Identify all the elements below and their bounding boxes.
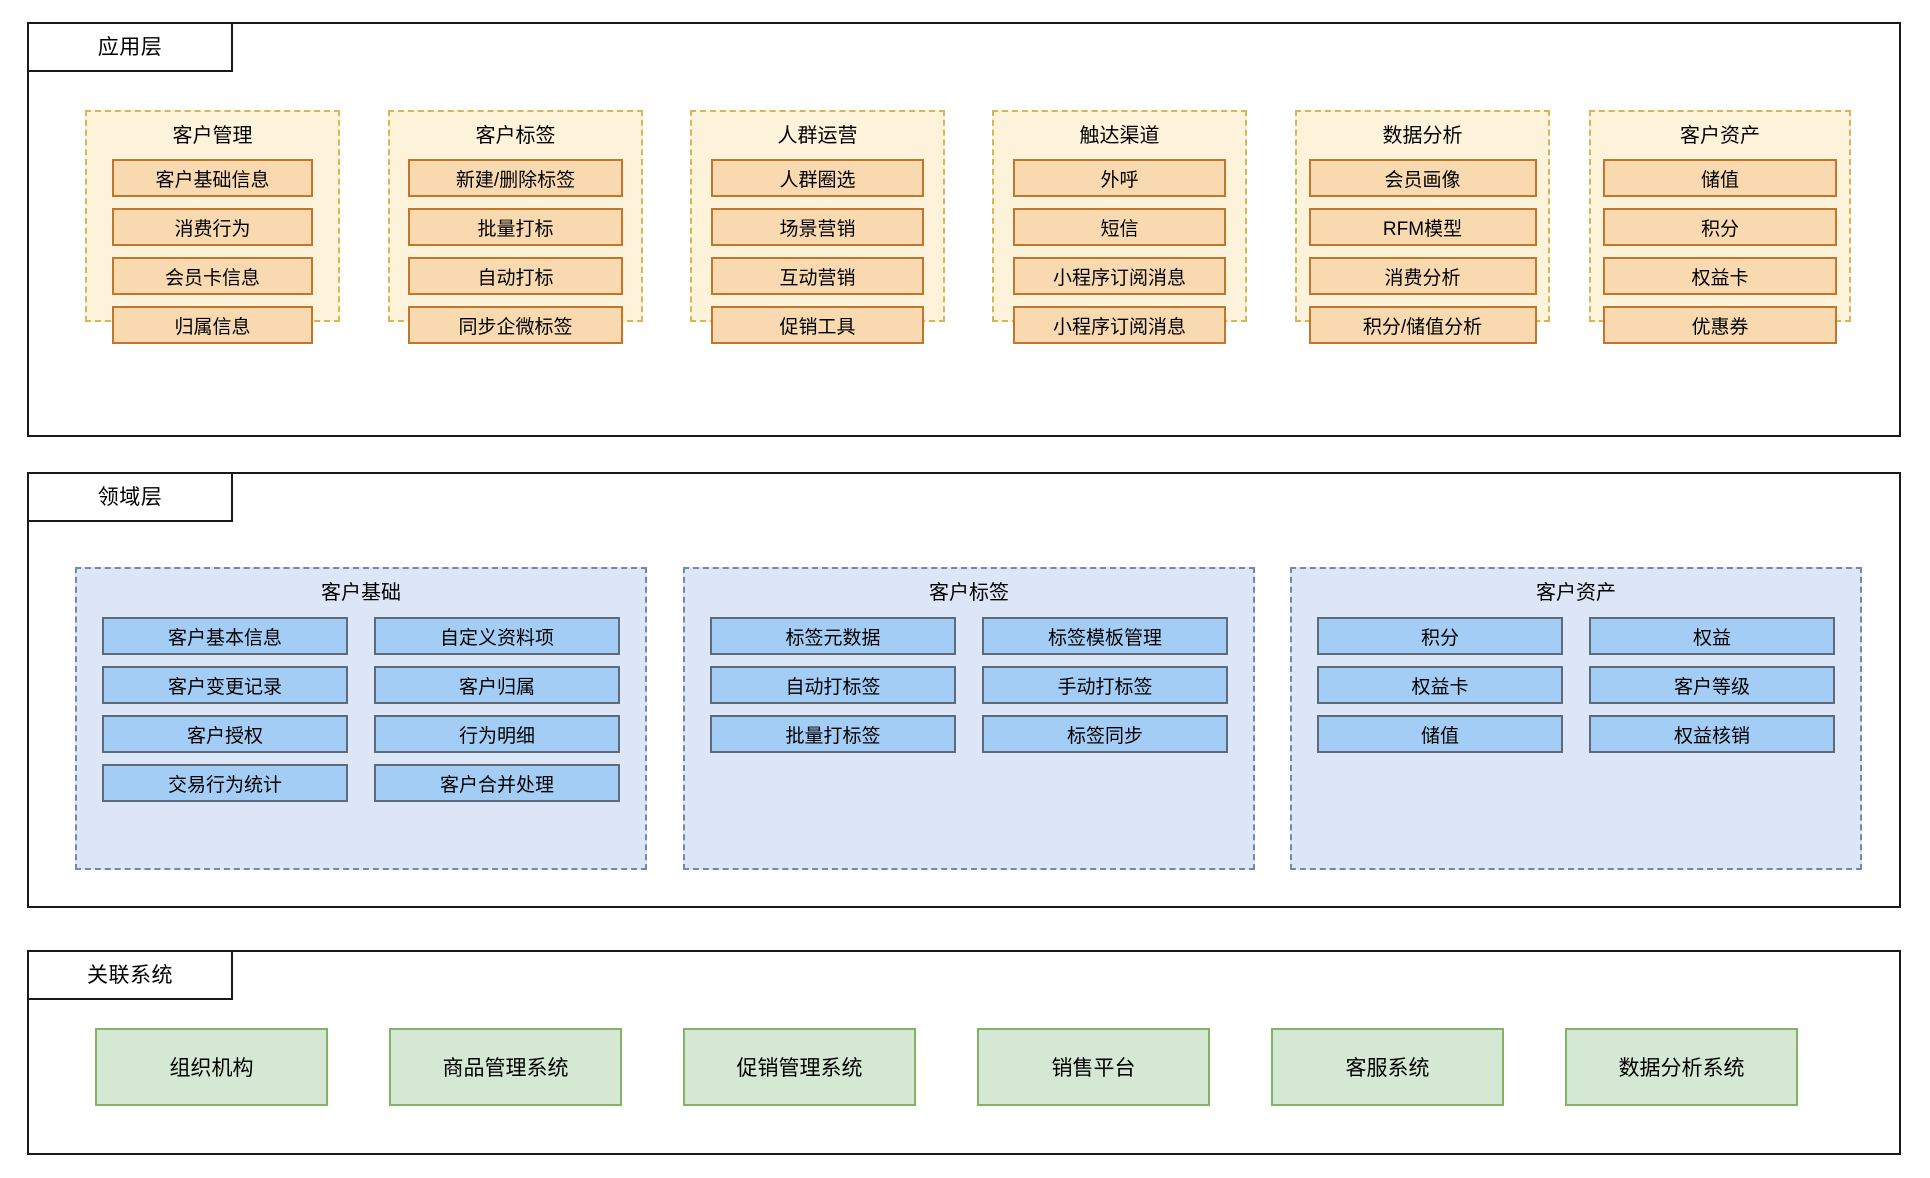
app-group-items: 人群圈选 场景营销 互动营销 促销工具 bbox=[692, 159, 943, 344]
app-group-items: 会员画像 RFM模型 消费分析 积分/储值分析 bbox=[1297, 159, 1548, 344]
domain-item[interactable]: 自动打标签 bbox=[710, 666, 956, 704]
app-group-data-analysis: 数据分析 会员画像 RFM模型 消费分析 积分/储值分析 bbox=[1295, 110, 1550, 344]
domain-group-title: 客户基础 bbox=[321, 582, 401, 604]
app-item[interactable]: 消费分析 bbox=[1308, 257, 1537, 295]
app-item[interactable]: 小程序订阅消息 bbox=[1013, 306, 1226, 344]
app-item[interactable]: 人群圈选 bbox=[711, 159, 924, 197]
domain-item[interactable]: 客户授权 bbox=[102, 715, 348, 753]
app-item[interactable]: 会员画像 bbox=[1308, 159, 1537, 197]
app-group-customer-assets: 客户资产 储值 积分 权益卡 优惠券 bbox=[1589, 110, 1851, 344]
domain-item[interactable]: 自定义资料项 bbox=[374, 617, 620, 655]
app-item[interactable]: 场景营销 bbox=[711, 208, 924, 246]
domain-group-items: 标签元数据 标签模板管理 自动打标签 手动打标签 批量打标签 标签同步 bbox=[710, 617, 1228, 753]
domain-layer-tab: 领域层 bbox=[27, 472, 233, 522]
domain-group-title: 客户标签 bbox=[929, 582, 1009, 604]
domain-item[interactable]: 批量打标签 bbox=[710, 715, 956, 753]
system-box[interactable]: 销售平台 bbox=[977, 1028, 1210, 1106]
domain-item[interactable]: 客户归属 bbox=[374, 666, 620, 704]
domain-item[interactable]: 手动打标签 bbox=[982, 666, 1228, 704]
app-item[interactable]: 互动营销 bbox=[711, 257, 924, 295]
app-item[interactable]: 积分/储值分析 bbox=[1308, 306, 1537, 344]
app-group-title: 触达渠道 bbox=[1079, 125, 1160, 147]
domain-item[interactable]: 行为明细 bbox=[374, 715, 620, 753]
app-item[interactable]: RFM模型 bbox=[1308, 208, 1537, 246]
related-systems-layer-tab: 关联系统 bbox=[27, 950, 233, 1000]
app-item[interactable]: 优惠券 bbox=[1603, 306, 1837, 344]
app-group-title: 人群运营 bbox=[777, 125, 858, 147]
app-group-items: 客户基础信息 消费行为 会员卡信息 归属信息 bbox=[87, 159, 338, 344]
domain-item[interactable]: 权益 bbox=[1589, 617, 1835, 655]
app-group-items: 外呼 短信 小程序订阅消息 小程序订阅消息 bbox=[994, 159, 1245, 344]
domain-item[interactable]: 客户变更记录 bbox=[102, 666, 348, 704]
domain-item[interactable]: 标签元数据 bbox=[710, 617, 956, 655]
system-box[interactable]: 客服系统 bbox=[1271, 1028, 1504, 1106]
app-item[interactable]: 权益卡 bbox=[1603, 257, 1837, 295]
domain-item[interactable]: 储值 bbox=[1317, 715, 1563, 753]
application-layer-title: 应用层 bbox=[97, 35, 163, 59]
domain-group-customer-basic: 客户基础 客户基本信息 自定义资料项 客户变更记录 客户归属 客户授权 行为明细… bbox=[75, 567, 647, 870]
app-item[interactable]: 同步企微标签 bbox=[408, 306, 623, 344]
system-box[interactable]: 数据分析系统 bbox=[1565, 1028, 1798, 1106]
system-box[interactable]: 促销管理系统 bbox=[683, 1028, 916, 1106]
app-item[interactable]: 积分 bbox=[1603, 208, 1837, 246]
app-group-customer-tags: 客户标签 新建/删除标签 批量打标 自动打标 同步企微标签 bbox=[388, 110, 643, 344]
domain-group-items: 客户基本信息 自定义资料项 客户变更记录 客户归属 客户授权 行为明细 交易行为… bbox=[102, 617, 620, 802]
app-item[interactable]: 归属信息 bbox=[112, 306, 313, 344]
app-group-customer-management: 客户管理 客户基础信息 消费行为 会员卡信息 归属信息 bbox=[85, 110, 340, 344]
app-item[interactable]: 会员卡信息 bbox=[112, 257, 313, 295]
domain-item[interactable]: 客户等级 bbox=[1589, 666, 1835, 704]
app-item[interactable]: 小程序订阅消息 bbox=[1013, 257, 1226, 295]
domain-item[interactable]: 标签模板管理 bbox=[982, 617, 1228, 655]
app-group-reach-channels: 触达渠道 外呼 短信 小程序订阅消息 小程序订阅消息 bbox=[992, 110, 1247, 344]
domain-item[interactable]: 客户合并处理 bbox=[374, 764, 620, 802]
app-group-crowd-operations: 人群运营 人群圈选 场景营销 互动营销 促销工具 bbox=[690, 110, 945, 344]
domain-item[interactable]: 权益卡 bbox=[1317, 666, 1563, 704]
system-box[interactable]: 商品管理系统 bbox=[389, 1028, 622, 1106]
domain-group-title: 客户资产 bbox=[1536, 582, 1616, 604]
related-systems-layer-title: 关联系统 bbox=[87, 963, 173, 987]
app-item[interactable]: 短信 bbox=[1013, 208, 1226, 246]
domain-item[interactable]: 交易行为统计 bbox=[102, 764, 348, 802]
app-group-title: 客户资产 bbox=[1680, 125, 1760, 147]
app-item[interactable]: 客户基础信息 bbox=[112, 159, 313, 197]
app-item[interactable]: 促销工具 bbox=[711, 306, 924, 344]
app-item[interactable]: 批量打标 bbox=[408, 208, 623, 246]
domain-group-customer-assets: 客户资产 积分 权益 权益卡 客户等级 储值 权益核销 bbox=[1290, 567, 1862, 870]
domain-item[interactable]: 客户基本信息 bbox=[102, 617, 348, 655]
domain-layer-title: 领域层 bbox=[97, 485, 163, 509]
app-group-title: 数据分析 bbox=[1382, 125, 1463, 147]
app-item[interactable]: 新建/删除标签 bbox=[408, 159, 623, 197]
domain-item[interactable]: 标签同步 bbox=[982, 715, 1228, 753]
domain-group-items: 积分 权益 权益卡 客户等级 储值 权益核销 bbox=[1317, 617, 1835, 753]
domain-item[interactable]: 积分 bbox=[1317, 617, 1563, 655]
app-group-items: 新建/删除标签 批量打标 自动打标 同步企微标签 bbox=[390, 159, 641, 344]
related-systems-row: 组织机构 商品管理系统 促销管理系统 销售平台 客服系统 数据分析系统 bbox=[95, 1028, 1855, 1106]
system-box[interactable]: 组织机构 bbox=[95, 1028, 328, 1106]
domain-item[interactable]: 权益核销 bbox=[1589, 715, 1835, 753]
app-group-items: 储值 积分 权益卡 优惠券 bbox=[1591, 159, 1849, 344]
domain-group-customer-tags: 客户标签 标签元数据 标签模板管理 自动打标签 手动打标签 批量打标签 标签同步 bbox=[683, 567, 1255, 870]
app-group-title: 客户管理 bbox=[172, 125, 253, 147]
app-group-title: 客户标签 bbox=[475, 125, 556, 147]
app-item[interactable]: 自动打标 bbox=[408, 257, 623, 295]
app-item[interactable]: 外呼 bbox=[1013, 159, 1226, 197]
app-item[interactable]: 消费行为 bbox=[112, 208, 313, 246]
application-layer-tab: 应用层 bbox=[27, 22, 233, 72]
app-item[interactable]: 储值 bbox=[1603, 159, 1837, 197]
